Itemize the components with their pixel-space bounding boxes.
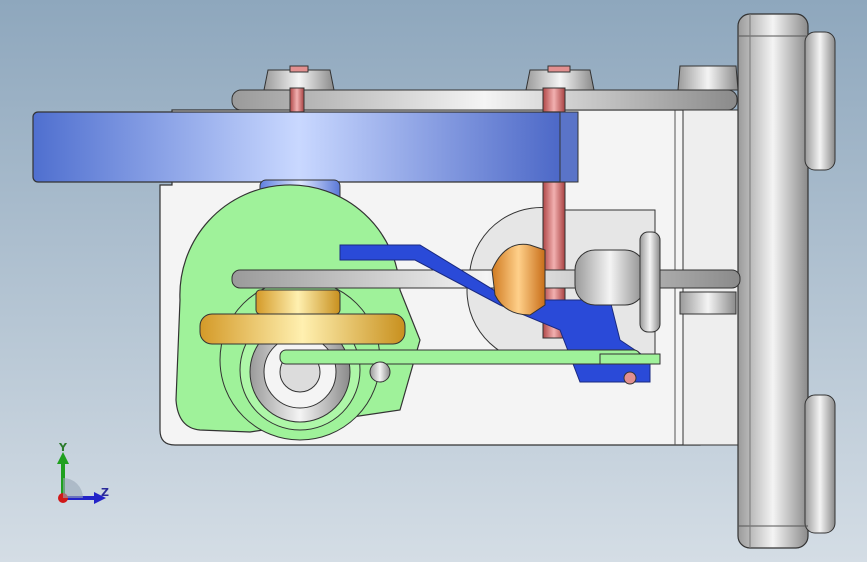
drive-shaft[interactable] [574,231,661,333]
orange-coupler[interactable] [491,243,546,316]
pivot-pin [369,361,391,383]
link-pin [623,371,637,385]
top-link-bar[interactable] [231,89,738,111]
triad-z-label: Z [101,486,109,499]
crank-disc-upper[interactable] [255,289,341,315]
flywheel-disc[interactable] [32,111,579,183]
green-link-bar[interactable] [279,349,661,365]
hex-nut-middle[interactable] [525,65,595,91]
hex-nut-right[interactable] [677,65,739,91]
hex-nut-left[interactable] [263,65,335,91]
crank-disc-lower[interactable] [199,313,406,345]
coordinate-triad [57,452,106,504]
triad-y-label: Y [59,441,67,454]
bearing[interactable] [249,321,351,423]
bolt-right[interactable] [679,291,737,315]
mounting-flange[interactable] [737,13,836,549]
